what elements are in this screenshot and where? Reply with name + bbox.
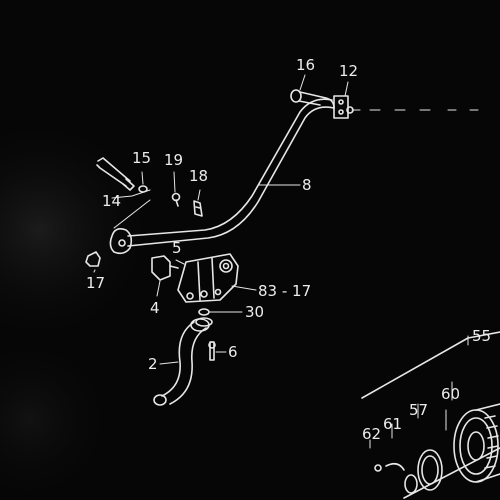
screw-19 <box>171 192 181 207</box>
clip-18 <box>193 200 203 217</box>
callout-19: 19 <box>164 151 184 169</box>
engine-assembly <box>361 331 500 499</box>
callout-62: 62 <box>362 425 382 443</box>
callout-6: 6 <box>228 343 238 361</box>
connector-4 <box>151 255 179 281</box>
callout-15: 15 <box>132 149 152 167</box>
callout-60: 60 <box>441 385 461 403</box>
leader-lines <box>93 74 479 449</box>
callout-14: 14 <box>102 192 122 210</box>
nut-17 <box>85 251 101 267</box>
clamp <box>109 228 133 255</box>
callout-8: 8 <box>302 176 312 194</box>
callout-61: 61 <box>383 415 403 433</box>
callout-5: 5 <box>172 239 182 257</box>
callout-18: 18 <box>189 167 209 185</box>
pipe-8 <box>127 98 335 247</box>
callout-4: 4 <box>150 299 160 317</box>
hose-2 <box>153 318 210 406</box>
bolt-6 <box>208 341 216 361</box>
callout-83-17: 83 - 17 <box>258 282 312 300</box>
callout-12: 12 <box>339 62 359 80</box>
callout-30: 30 <box>245 303 265 321</box>
bolt-14 <box>96 157 135 191</box>
callout-17: 17 <box>86 274 106 292</box>
callout-55: 55 <box>472 327 492 345</box>
callout-16: 16 <box>296 56 316 74</box>
callout-2: 2 <box>148 355 158 373</box>
callout-57: 57 <box>409 401 429 419</box>
fitting-30 <box>195 308 213 327</box>
valve-body-83 <box>177 253 239 303</box>
